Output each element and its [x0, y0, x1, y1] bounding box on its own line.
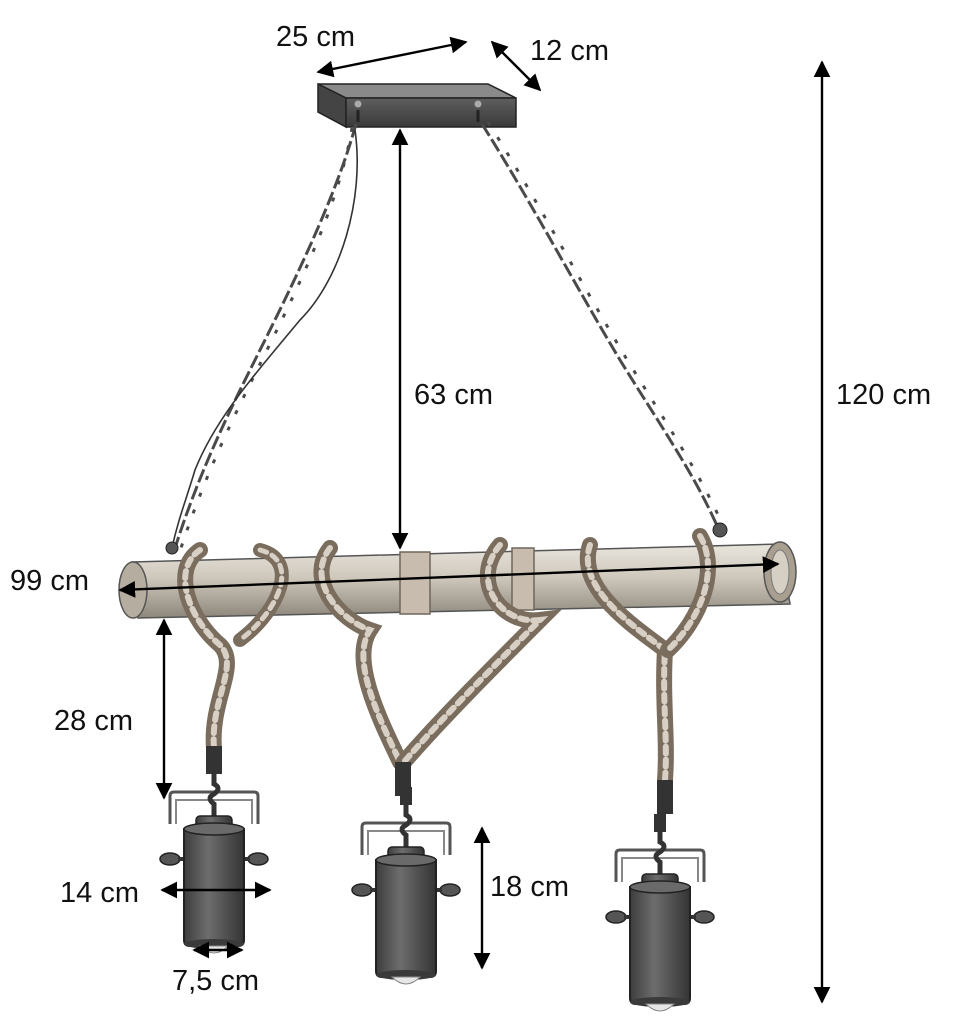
bar-length-label: 99 cm: [10, 565, 89, 597]
chain-drop-label: 63 cm: [414, 379, 493, 411]
right-chain: [480, 121, 728, 538]
canopy-width-label: 12 cm: [530, 35, 609, 67]
spot-width-label: 14 cm: [60, 877, 139, 909]
dimension-arrows: [118, 36, 831, 1004]
total-height-label: 120 cm: [836, 379, 931, 411]
left-spotlight: [160, 756, 268, 953]
spot-height-label: 18 cm: [490, 871, 569, 903]
middle-spotlight: [352, 787, 460, 984]
left-chain: [165, 123, 358, 555]
canopy-length-arrow: [316, 36, 468, 78]
right-spotlight: [606, 814, 714, 1011]
canopy-length-label: 25 cm: [276, 21, 355, 53]
bar-length-arrow: [118, 556, 780, 598]
rope-drop-label: 28 cm: [54, 705, 133, 737]
canopy-width-arrow: [490, 40, 542, 92]
spot-diameter-label: 7,5 cm: [172, 965, 259, 997]
ceiling-canopy: [317, 82, 517, 129]
